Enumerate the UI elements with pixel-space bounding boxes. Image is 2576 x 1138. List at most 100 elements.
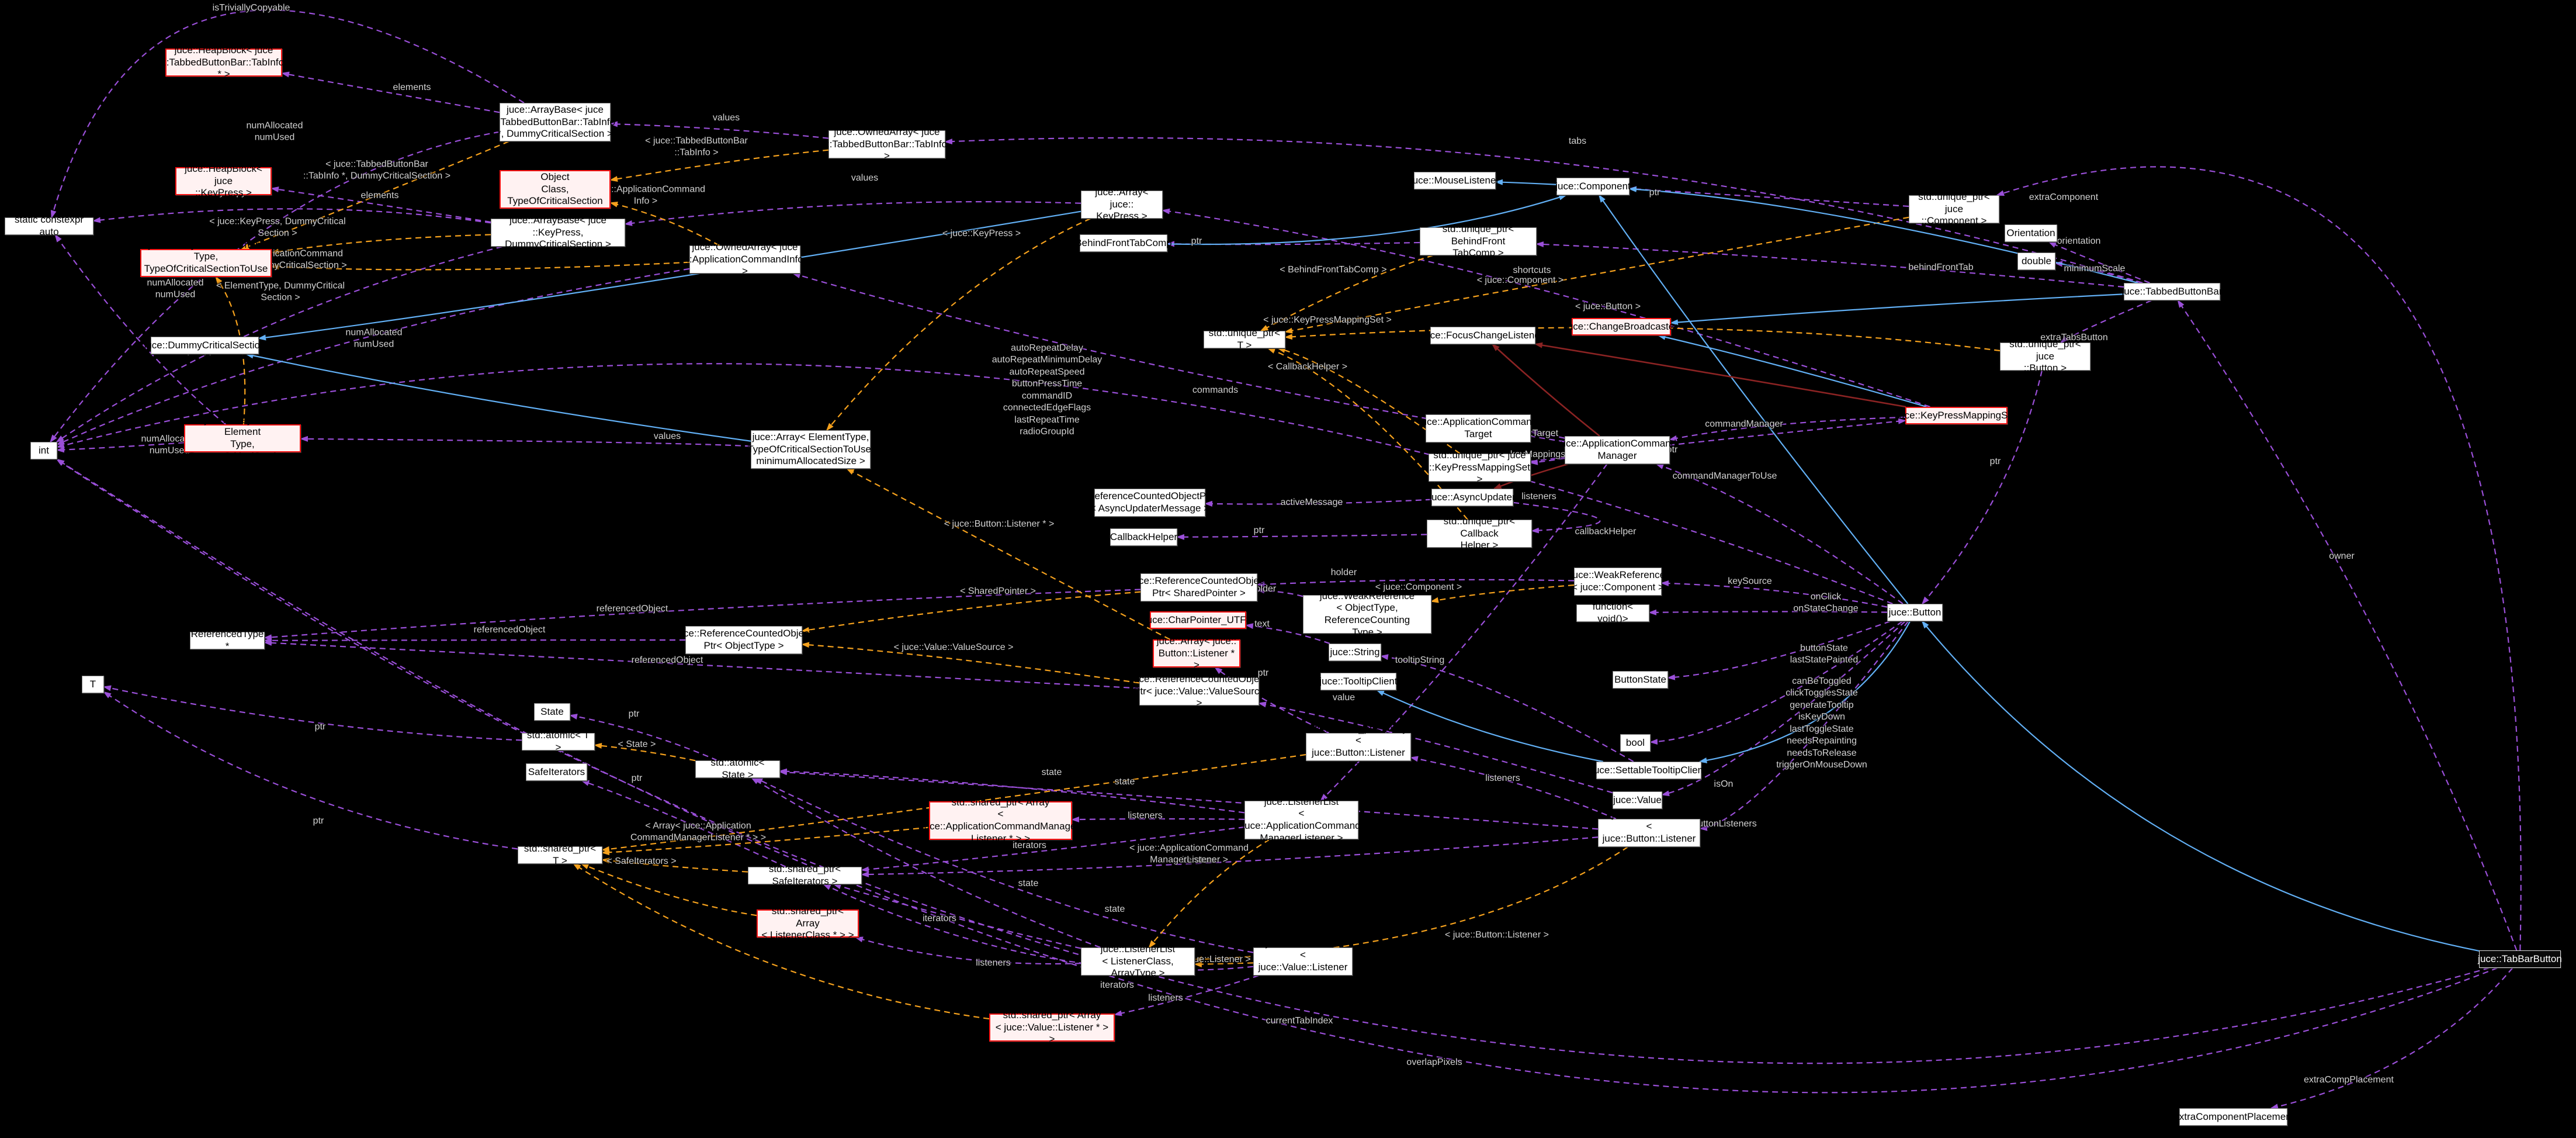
node-unique_component[interactable]: std::unique_ptr< juce ::Component >	[1909, 191, 1999, 226]
edge-arraybase_elem_dummy-int_node	[56, 442, 185, 453]
node-unique_callbackhelper[interactable]: std::unique_ptr< Callback Helper >	[1427, 516, 1532, 551]
node-tabbedbuttonbar[interactable]: juce::TabbedButtonBar	[2122, 283, 2223, 300]
node-keypressmappingset[interactable]: juce::KeyPressMappingSet	[1897, 407, 2016, 424]
node-safeiterators[interactable]: SafeIterators	[526, 763, 587, 781]
node-ownedarray_tabinfo[interactable]: juce::OwnedArray< juce ::TabbedButtonBar…	[826, 126, 948, 162]
edge-unique_keypressmappingset-keypressmappingset	[1530, 418, 1906, 462]
node-state_node[interactable]: State	[534, 703, 570, 721]
node-array_generic[interactable]: juce::Array< ElementType, TypeOfCritical…	[747, 430, 874, 469]
node-arraybase_generic[interactable]: juce::ArrayBase< Element Type, TypeOfCri…	[140, 239, 272, 286]
edge-label: state	[1114, 776, 1135, 787]
node-unique_keypressmappingset[interactable]: std::unique_ptr< juce ::KeyPressMappingS…	[1429, 449, 1531, 485]
node-shared_array_listenerclass[interactable]: std::shared_ptr< Array < ListenerClass *…	[757, 905, 859, 940]
edge-label: callbackHelper	[1575, 526, 1637, 537]
node-value_node[interactable]: juce::Value	[1613, 791, 1662, 809]
edge-listenerlist_value-listenerlist_generic	[1194, 961, 1254, 968]
node-listenerlist_generic[interactable]: juce::ListenerList < ListenerClass, Arra…	[1081, 943, 1195, 978]
node-weakref_component[interactable]: juce::WeakReference < juce::Component >	[1570, 568, 1665, 596]
node-buttonstate[interactable]: ButtonState	[1613, 671, 1668, 689]
edge-atomic_T-t_node	[103, 685, 522, 741]
node-refcounted_sharedpointer[interactable]: juce::ReferenceCountedObject Ptr< Shared…	[1131, 573, 1267, 601]
node-function_void[interactable]: function< void()>	[1576, 601, 1649, 624]
node-shared_array_buttonlistener[interactable]: std::shared_ptr< Array < juce::Button::L…	[1306, 723, 1411, 770]
node-extra_component_placement[interactable]: ExtraComponentPlacement	[2173, 1108, 2294, 1126]
edge-label: buttonListeners	[1693, 818, 1757, 829]
node-shared_safeiterators[interactable]: std::shared_ptr< SafeIterators >	[748, 863, 862, 887]
node-component[interactable]: juce::Component	[1555, 178, 1631, 195]
node-focuschangelistener[interactable]: juce::FocusChangeListener	[1423, 327, 1543, 344]
node-dummy_critical[interactable]: juce::DummyCriticalSection	[144, 337, 265, 354]
node-tabbarbutton[interactable]: juce::TabBarButton	[2478, 950, 2562, 968]
edge-label: < ElementType, DummyCritical Section >	[216, 281, 345, 303]
node-tooltipclient[interactable]: juce::TooltipClient	[1319, 673, 1398, 690]
node-refcounted_objecttype[interactable]: juce::ReferenceCountedObject Ptr< Object…	[676, 626, 812, 654]
node-atomic_state[interactable]: std::atomic< State >	[695, 757, 780, 780]
edge-shared_array_listenerclass-shared_ptr_T	[580, 863, 757, 916]
node-refcounted_valuesource[interactable]: juce::ReferenceCountedObject Ptr< juce::…	[1131, 673, 1267, 709]
node-heapblock_tabinfo[interactable]: juce::HeapBlock< juce ::TabbedButtonBar:…	[163, 44, 285, 80]
edge-label: holder	[1330, 567, 1357, 577]
edge-refcounted_sharedpointer-refcounted_objecttype	[801, 591, 1141, 633]
node-string_node[interactable]: juce::String	[1329, 644, 1381, 661]
edge-label: state	[1018, 878, 1039, 888]
edge-settable_tooltip-string_node	[1380, 654, 1634, 762]
node-behindfronttab_comp[interactable]: BehindFrontTabComp	[1075, 234, 1172, 252]
edge-array_keypress-dummy_critical	[258, 210, 1081, 341]
node-appcmd_target[interactable]: juce::ApplicationCommand Target	[1419, 414, 1537, 442]
node-listenerlist_buttonlistener[interactable]: juce::ListenerList < juce::Button::Liste…	[1598, 809, 1700, 856]
node-unique_ptr_T[interactable]: std::unique_ptr< T >	[1204, 327, 1285, 351]
edge-label: orientation	[2057, 236, 2101, 246]
node-asyncupdater[interactable]: juce::AsyncUpdater	[1429, 489, 1516, 506]
edge-tabbarbutton-int_node	[56, 458, 2498, 1094]
node-changebroadcaster[interactable]: juce::ChangeBroadcaster	[1565, 318, 1677, 335]
edge-label: ptr	[1649, 187, 1660, 198]
edge-label: tabs	[1568, 136, 1587, 146]
edge-tabbedbuttonbar-orientation	[2048, 241, 2150, 284]
node-button_node[interactable]: juce::Button	[1887, 604, 1943, 621]
node-arraybase_keypress[interactable]: juce::ArrayBase< juce ::KeyPress, DummyC…	[491, 215, 625, 250]
node-int_node[interactable]: int	[30, 442, 57, 459]
node-array_buttonlistener[interactable]: juce::Array< juce:: Button::Listener * >	[1153, 635, 1240, 670]
node-listenerlist_appcmd[interactable]: juce::ListenerList < juce::ApplicationCo…	[1242, 795, 1361, 843]
edge-tabbarbutton-tabbedbuttonbar	[2177, 299, 2518, 951]
node-static_auto[interactable]: static constexpr auto	[5, 214, 93, 237]
node-arraybase_elem_dummy[interactable]: juce::ArrayBase< Element Type, DummyCrit…	[184, 414, 301, 462]
edge-label: listeners	[1521, 491, 1556, 501]
edge-label: shortcuts	[1513, 265, 1551, 275]
node-dbl[interactable]: double	[2017, 252, 2055, 270]
node-mouselistener[interactable]: juce::MouseListener	[1410, 172, 1499, 189]
node-charpointer_utf8[interactable]: juce::CharPointer_UTF8	[1145, 611, 1251, 629]
node-refcounted_asyncmsg[interactable]: ReferenceCountedObjectPtr < AsyncUpdater…	[1087, 489, 1212, 517]
node-t_node[interactable]: T	[82, 676, 104, 693]
edge-listenerlist_buttonlistener-shared_array_buttonlistener	[1410, 756, 1617, 820]
edge-label: commandManager	[1705, 418, 1783, 429]
node-shared_array_valuelistener[interactable]: std::shared_ptr< Array < juce::Value::Li…	[989, 1009, 1115, 1044]
node-atomic_T[interactable]: std::atomic< T >	[522, 729, 595, 753]
node-unique_button[interactable]: std::unique_ptr< juce ::Button >	[2000, 338, 2090, 373]
node-unique_behindfronttab[interactable]: std::unique_ptr< BehindFront TabComp >	[1420, 223, 1537, 258]
node-bool_node[interactable]: bool	[1620, 734, 1651, 752]
node-listenerlist_value[interactable]: juce::ListenerList < juce::Value::Listen…	[1253, 938, 1353, 985]
edge-label: tooltipString	[1395, 655, 1445, 665]
node-shared_array_appcmd[interactable]: std::shared_ptr< Array < juce::Applicati…	[921, 796, 1080, 844]
node-callbackhelper_node[interactable]: CallbackHelper	[1110, 528, 1177, 546]
node-weakref_generic[interactable]: juce::WeakReference < ObjectType, Refere…	[1303, 590, 1431, 638]
node-array_keypress[interactable]: juce::Array< juce:: KeyPress >	[1081, 186, 1163, 222]
node-arraybase_tabinfo[interactable]: juce::ArrayBase< juce ::TabbedButtonBar:…	[495, 103, 615, 141]
node-shared_ptr_T[interactable]: std::shared_ptr< T >	[518, 843, 602, 866]
node-heapblock_keypress[interactable]: juce::HeapBlock< juce ::KeyPress >	[175, 163, 272, 198]
node-ownedarray_appcmdinfo[interactable]: juce::OwnedArray< juce ::ApplicationComm…	[687, 241, 803, 277]
edge-listenerlist_generic-shared_safeiterators	[833, 883, 1081, 949]
edge-appcmd_manager-appcmd_target	[1530, 429, 1565, 439]
node-settable_tooltip[interactable]: juce::SettableTooltipClient	[1592, 762, 1706, 779]
edge-tabbarbutton-unique_component	[1996, 166, 2522, 951]
edge-unique_button-unique_ptr_T	[1284, 327, 2001, 352]
node-appcmd_manager[interactable]: juce::ApplicationCommand Manager	[1558, 436, 1676, 464]
node-ownedarray_generic[interactable]: juce::OwnedArray< Object Class, TypeOfCr…	[500, 159, 611, 219]
edge-label: < juce::Button >	[1575, 301, 1641, 312]
edge-label: < juce::KeyPress >	[942, 228, 1021, 238]
edge-label: < SafeIterators >	[606, 856, 677, 866]
node-orientation[interactable]: Orientation	[2005, 224, 2057, 242]
node-referenced_type[interactable]: ReferencedType *	[190, 628, 265, 652]
